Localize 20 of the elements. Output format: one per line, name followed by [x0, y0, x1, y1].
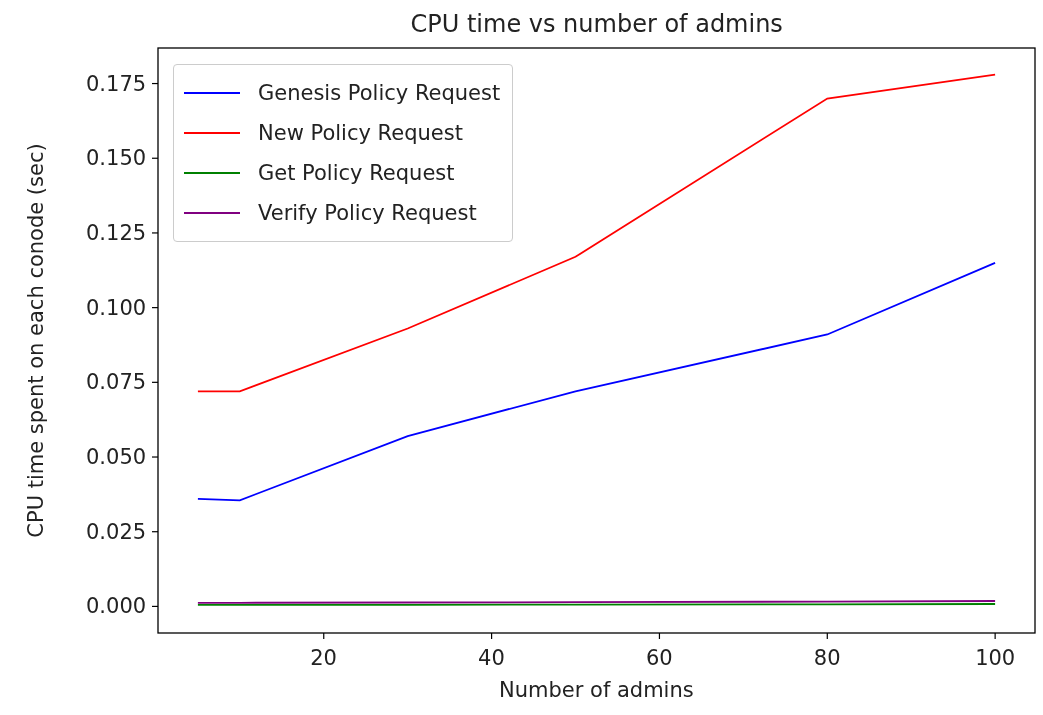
- tick-label: 0.125: [86, 222, 147, 244]
- tick-label: 60: [645, 648, 673, 669]
- tick-label: 0.050: [86, 447, 147, 468]
- legend-label: New Policy Request: [258, 121, 463, 145]
- legend-label: Get Policy Request: [258, 161, 455, 185]
- chart-title: CPU time vs number of admins: [410, 12, 783, 36]
- tick-label: 20: [310, 648, 337, 669]
- tick-label: 0.000: [86, 596, 147, 618]
- legend-label: Verify Policy Request: [258, 201, 477, 225]
- tick-label: 0.100: [86, 297, 147, 319]
- y-axis-label: CPU time spent on each conode (sec): [25, 143, 47, 538]
- x-axis-label: Number of admins: [499, 680, 694, 701]
- tick-label: 100: [975, 648, 1016, 669]
- tick-label: 80: [813, 648, 841, 669]
- tick-label: 0.175: [86, 73, 147, 95]
- tick-label: 0.075: [86, 372, 147, 394]
- legend-label: Genesis Policy Request: [258, 81, 501, 105]
- tick-label: 0.150: [86, 148, 147, 170]
- tick-label: 40: [478, 648, 505, 669]
- tick-label: 0.025: [86, 521, 147, 543]
